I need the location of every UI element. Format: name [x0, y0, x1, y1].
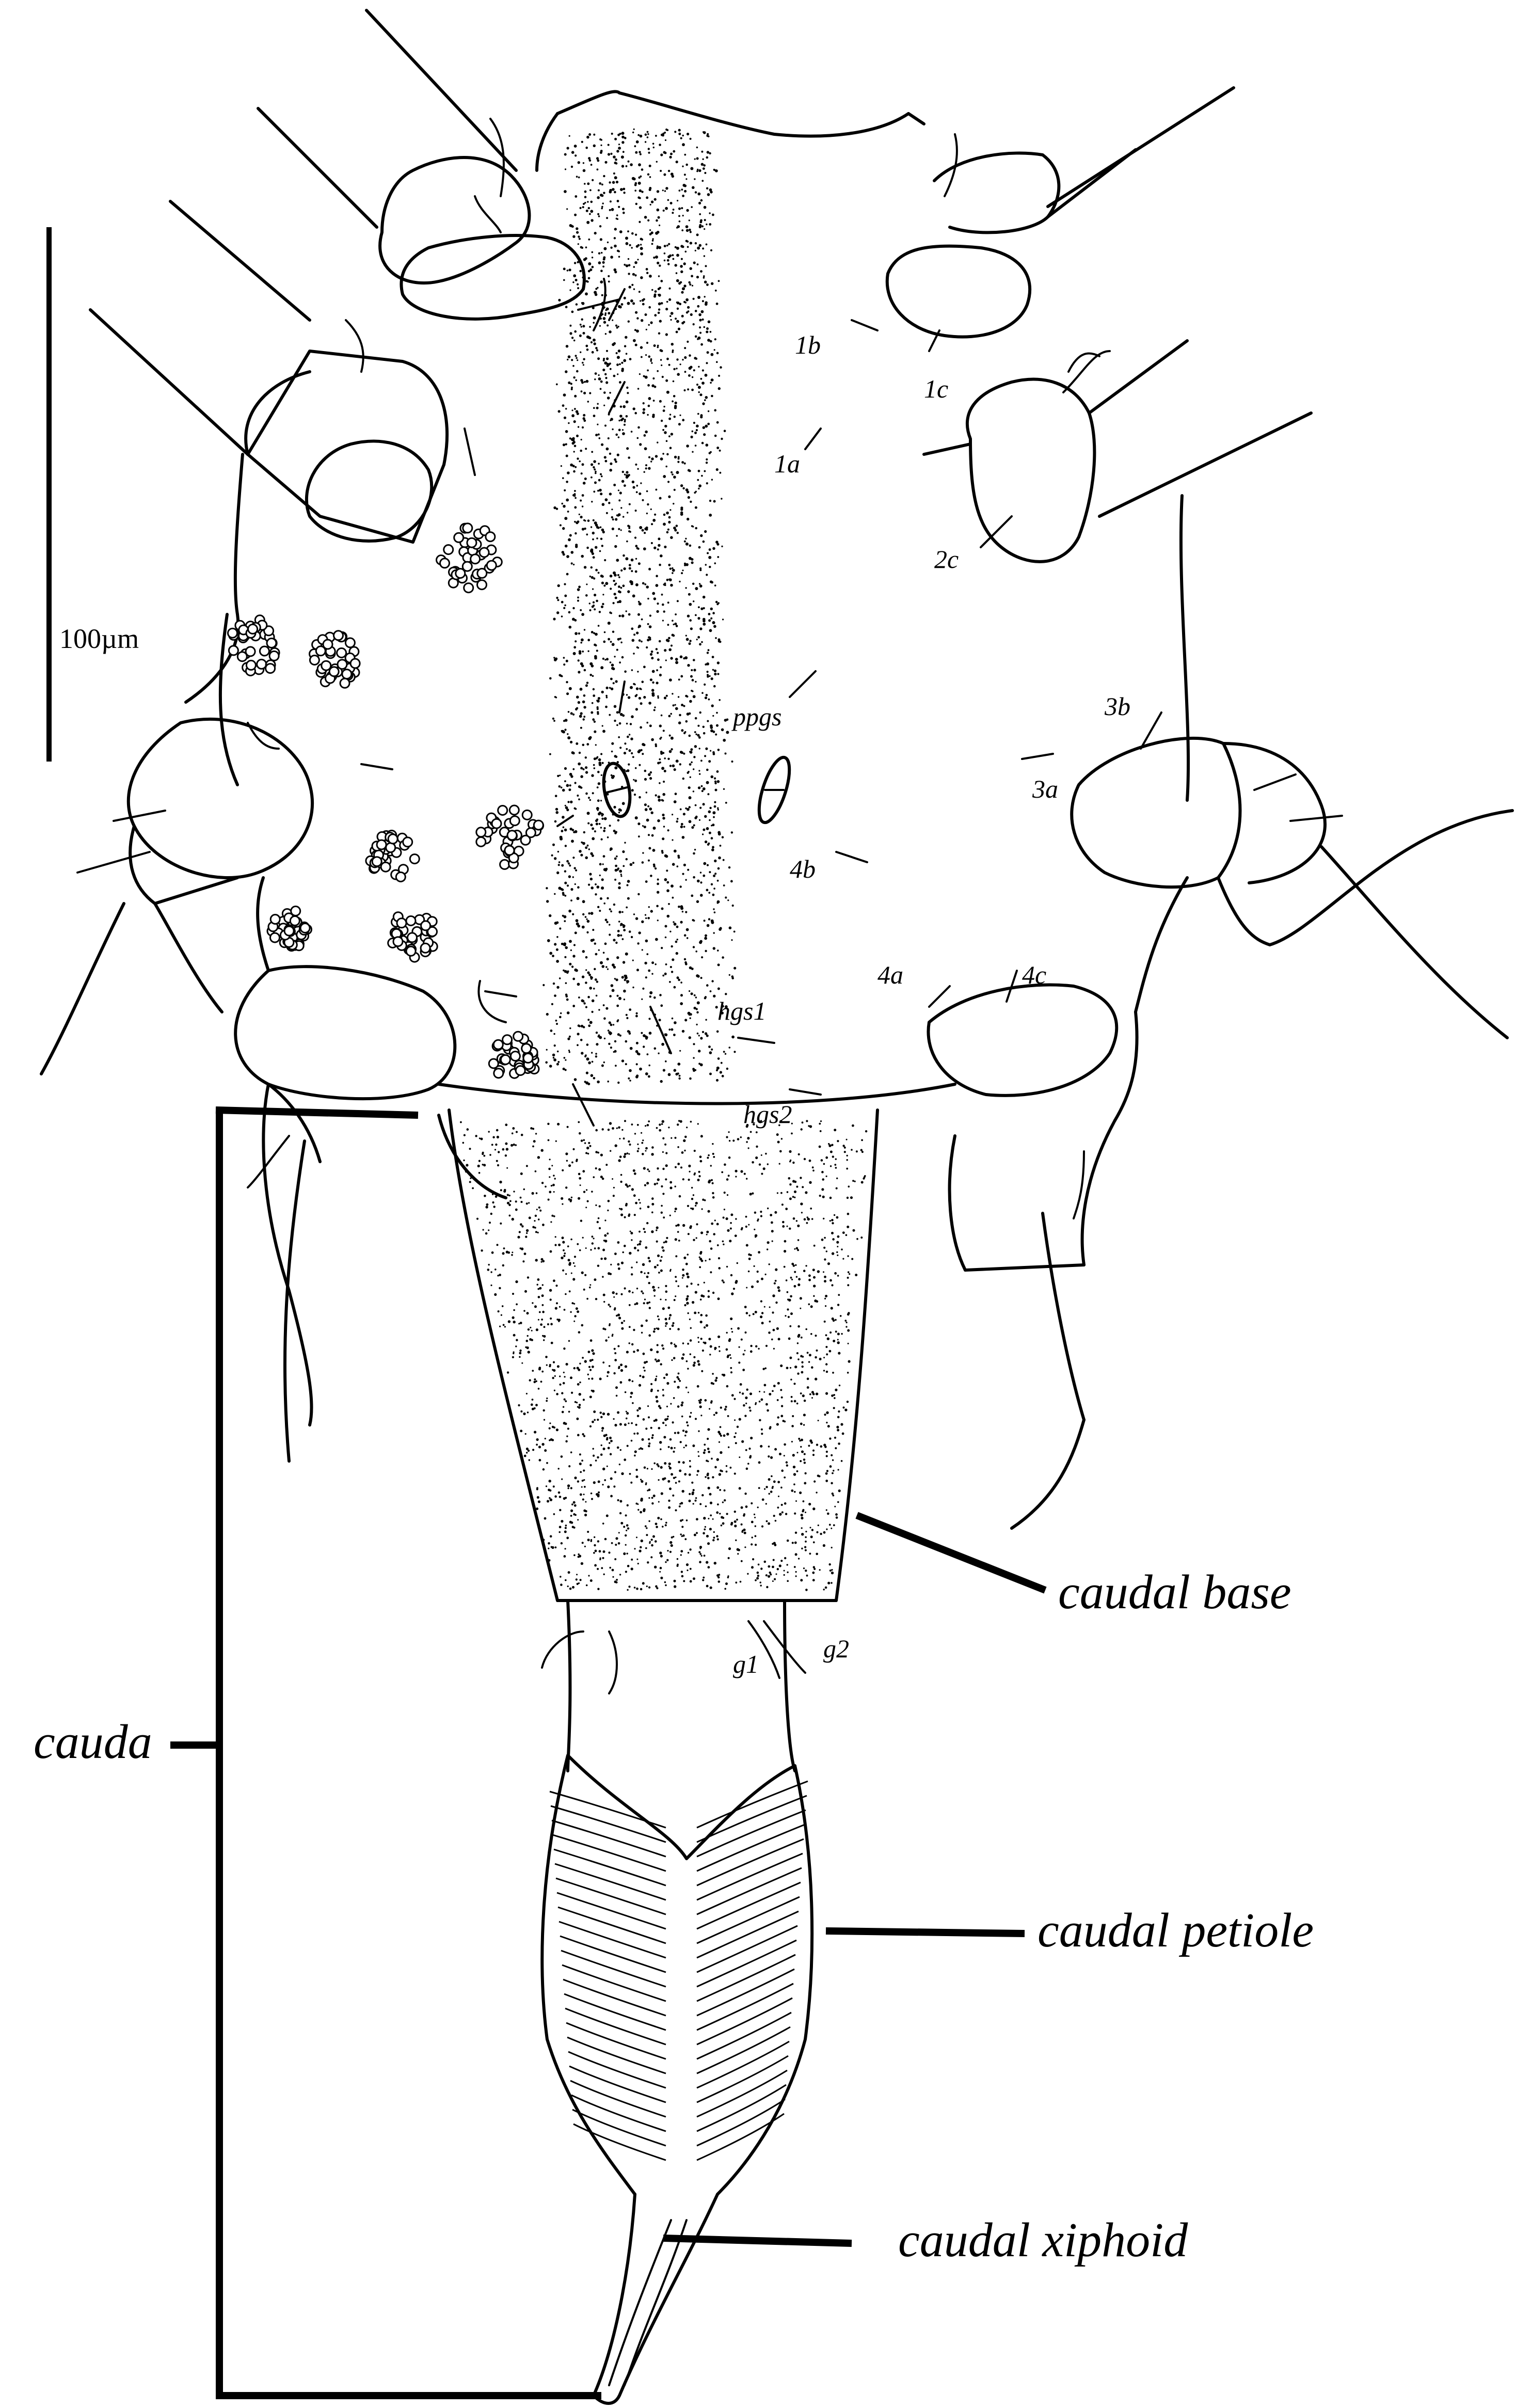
- petiole-striations: [549, 1780, 808, 2161]
- wax-cell-clusters: [227, 522, 545, 1079]
- label-3b: 3b: [1104, 692, 1130, 721]
- label-1c: 1c: [924, 374, 948, 403]
- label-ppgs: ppgs: [731, 702, 781, 731]
- label-2c: 2c: [934, 545, 959, 574]
- scale-bar: 100µm: [46, 227, 139, 762]
- label-caudal-xiphoid: caudal xiphoid: [898, 2213, 1188, 2267]
- anal-plate: [602, 755, 791, 825]
- setae-labels: 1b 1c 1a 2c ppgs 3b 3a 4b 4a 4c hgs1 hgs…: [717, 330, 1130, 1678]
- caudal-xiphoid-leader: [663, 2235, 852, 2247]
- setae: [76, 118, 1343, 1694]
- stipple-texture: [460, 128, 868, 1591]
- label-g1: g1: [733, 1650, 759, 1678]
- label-caudal-base: caudal base: [1058, 1565, 1291, 1619]
- left-legs: [40, 9, 586, 1463]
- caudal-base-leader: [855, 1512, 1047, 1594]
- label-caudal-petiole: caudal petiole: [1038, 1904, 1314, 1957]
- cauda-bracket-top: [215, 1106, 419, 1119]
- label-g2: g2: [823, 1634, 849, 1663]
- label-cauda: cauda: [34, 1715, 152, 1769]
- label-3a: 3a: [1032, 774, 1058, 803]
- scale-bar-label: 100µm: [59, 623, 139, 654]
- label-4a: 4a: [877, 960, 903, 989]
- body-outline: [218, 86, 1514, 2405]
- label-4c: 4c: [1022, 960, 1046, 989]
- label-1a: 1a: [774, 449, 800, 478]
- label-4b: 4b: [790, 854, 816, 883]
- label-hgs2: hgs2: [743, 1100, 792, 1129]
- label-1b: 1b: [795, 330, 821, 359]
- region-callouts: cauda caudal base caudal petiole caudal …: [34, 1106, 1314, 2399]
- caudal-petiole-leader: [825, 1927, 1025, 1937]
- label-hgs1: hgs1: [717, 996, 766, 1025]
